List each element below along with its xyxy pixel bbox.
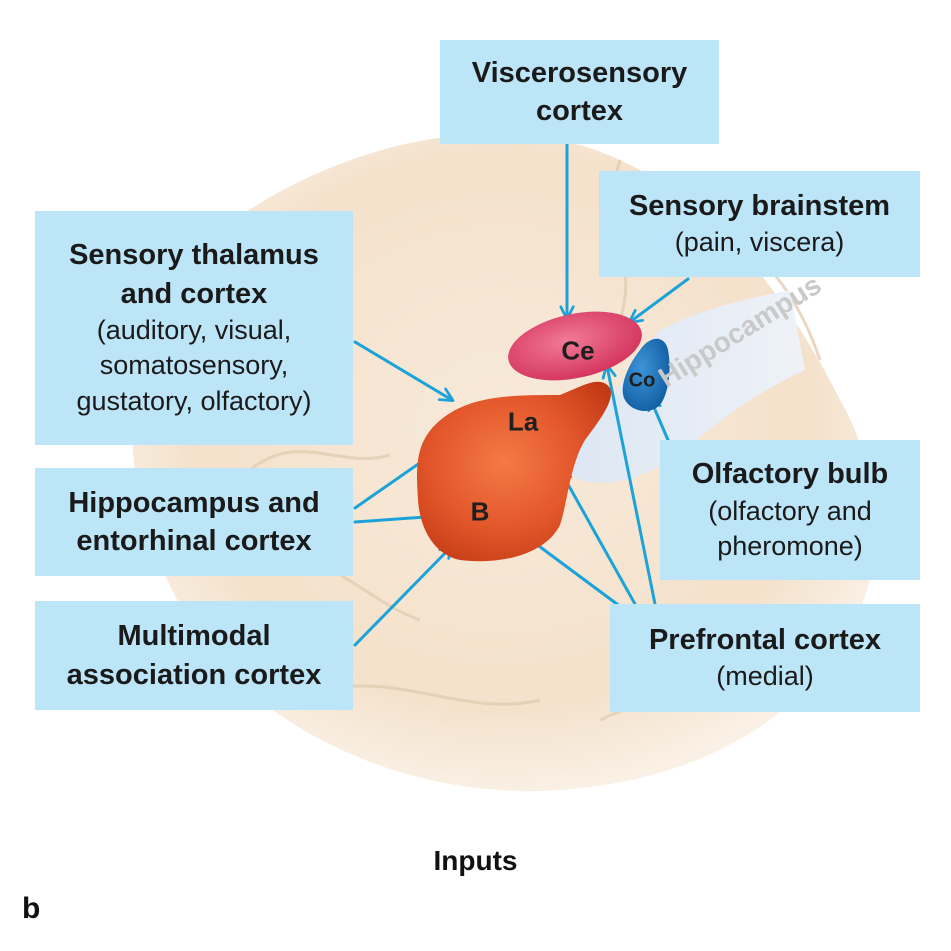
prefrontal-to-ce-arrow: [607, 366, 657, 606]
box-title: Prefrontal cortex: [648, 624, 882, 657]
box-title: Sensory brainstem: [628, 190, 891, 223]
central-nucleus-label: Ce: [561, 335, 595, 366]
lateral-nucleus-label: La: [507, 406, 539, 437]
hippocampus-structure: [567, 290, 805, 483]
cortical-nucleus-label: Co: [628, 369, 656, 392]
sensory-brainstem-box: Sensory brainstem (pain, viscera): [599, 171, 920, 277]
hippocampus-entorhinal-box: Hippocampus and entorhinal cortex: [35, 468, 353, 576]
box-subtitle: (auditory, visual, somatosensory, gustat…: [76, 314, 312, 417]
central-nucleus-shape: [508, 311, 642, 381]
box-title: Olfactory bulb: [691, 458, 889, 491]
sensory-thalamus-box: Sensory thalamus and cortex (auditory, v…: [35, 211, 353, 445]
olfactory-bulb-box: Olfactory bulb (olfactory and pheromone): [660, 440, 920, 580]
box-title: Viscerosensory cortex: [471, 56, 688, 127]
amygdala-body: [416, 381, 611, 562]
viscerosensory-cortex-box: Viscerosensory cortex: [440, 40, 719, 144]
brainstem-arrow: [630, 277, 690, 322]
box-title: Sensory thalamus and cortex: [69, 239, 319, 310]
panel-letter: b: [22, 892, 41, 925]
box-title: Hippocampus and entorhinal cortex: [68, 486, 320, 557]
box-subtitle: (medial): [716, 661, 814, 692]
diagram-caption: Inputs: [433, 845, 518, 876]
box-title: Multimodal association cortex: [66, 620, 322, 691]
multimodal-arrow: [353, 546, 452, 647]
prefrontal-cortex-box: Prefrontal cortex (medial): [610, 604, 920, 712]
thalamus-arrow: [353, 340, 452, 400]
multimodal-association-box: Multimodal association cortex: [35, 601, 353, 710]
box-subtitle: (olfactory and pheromone): [708, 495, 872, 562]
basal-nucleus-label: B: [470, 496, 490, 527]
prefrontal-to-la-arrow: [560, 470, 637, 606]
cortical-nucleus-shape: [622, 338, 670, 412]
box-subtitle: (pain, viscera): [674, 227, 845, 258]
